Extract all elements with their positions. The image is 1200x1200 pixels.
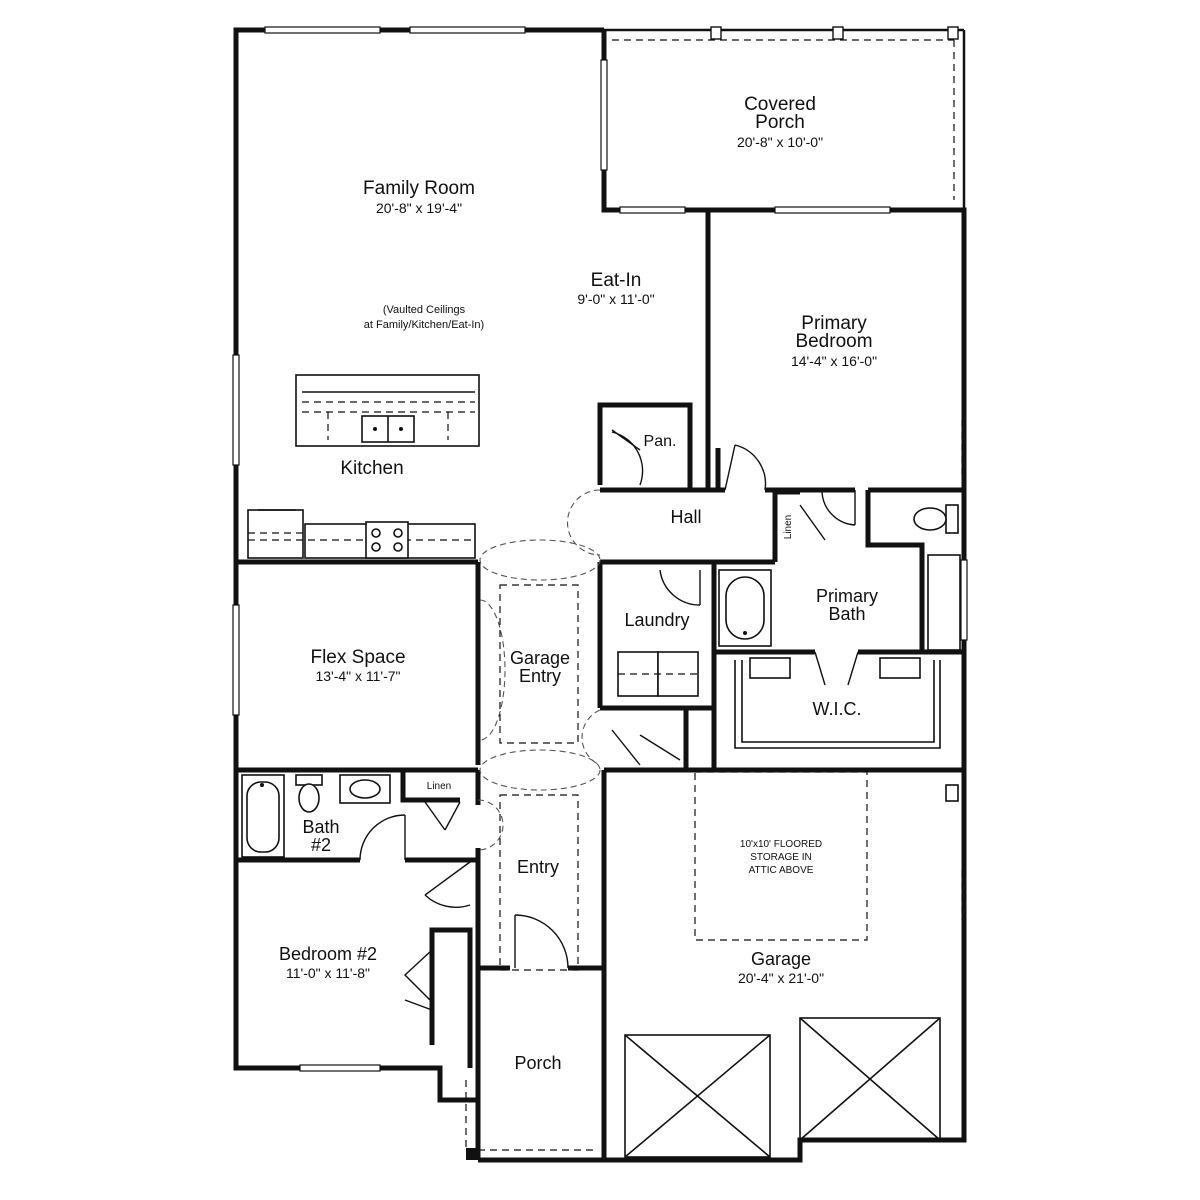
toilet-icon (298, 783, 320, 813)
garage-entry-label: Entry (519, 666, 561, 686)
primary-bath-label: Primary (816, 586, 878, 606)
kitchen-label: Kitchen (340, 458, 403, 479)
fixtures (241, 374, 961, 1158)
family-room-label: Family Room (363, 178, 475, 199)
entry-label: Entry (517, 857, 559, 877)
attic-storage-note: 10'x10' FLOORED (740, 839, 822, 850)
primary-bath-label: Bath (828, 604, 865, 624)
vaulted-ceilings-note: (Vaulted Ceilings (383, 304, 466, 316)
bedroom-2-size: 11'-0" x 11'-8" (286, 965, 370, 981)
primary-bedroom-label: Bedroom (795, 331, 872, 352)
bath-2-label: #2 (311, 835, 331, 855)
range-icon (365, 521, 409, 559)
bath-2-label: Bath (302, 817, 339, 837)
porch-label: Porch (514, 1053, 561, 1073)
eat-in-size: 9'-0" x 11'-0" (577, 291, 654, 307)
toilet-icon (913, 507, 947, 531)
eat-in-label: Eat-In (591, 270, 642, 291)
doors (359, 429, 859, 1011)
primary-bedroom-label: Primary (801, 313, 867, 334)
interior-walls (236, 210, 964, 1160)
flex-space-label: Flex Space (310, 647, 405, 668)
wic-label: W.I.C. (813, 699, 862, 719)
vaulted-ceilings-note: at Family/Kitchen/Eat-In) (364, 319, 484, 331)
garage-entry-label: Garage (510, 648, 570, 668)
covered-porch-label: Porch (755, 112, 805, 133)
covered-porch-label: Covered (744, 94, 816, 115)
attic-storage-note: ATTIC ABOVE (749, 865, 814, 876)
hall-label: Hall (670, 507, 701, 527)
garage-size: 20'-4" x 21'-0" (738, 970, 824, 986)
flex-space-size: 13'-4" x 11'-7" (315, 668, 400, 684)
attic-storage-note: STORAGE IN (750, 852, 812, 863)
bedroom-2-label: Bedroom #2 (279, 944, 377, 964)
linen-label: Linen (427, 781, 451, 792)
room-labels: Covered Porch 20'-8" x 10'-0" Family Roo… (279, 94, 878, 1073)
primary-bedroom-size: 14'-4" x 16'-0" (791, 353, 877, 369)
sink-icon (349, 779, 381, 799)
pantry-label: Pan. (644, 433, 677, 450)
garage-label: Garage (751, 949, 811, 969)
family-room-size: 20'-8" x 19'-4" (376, 200, 462, 216)
windows (232, 26, 968, 1072)
laundry-label: Laundry (624, 610, 689, 630)
covered-porch-size: 20'-8" x 10'-0" (737, 134, 823, 150)
linen-label: Linen (783, 515, 794, 539)
